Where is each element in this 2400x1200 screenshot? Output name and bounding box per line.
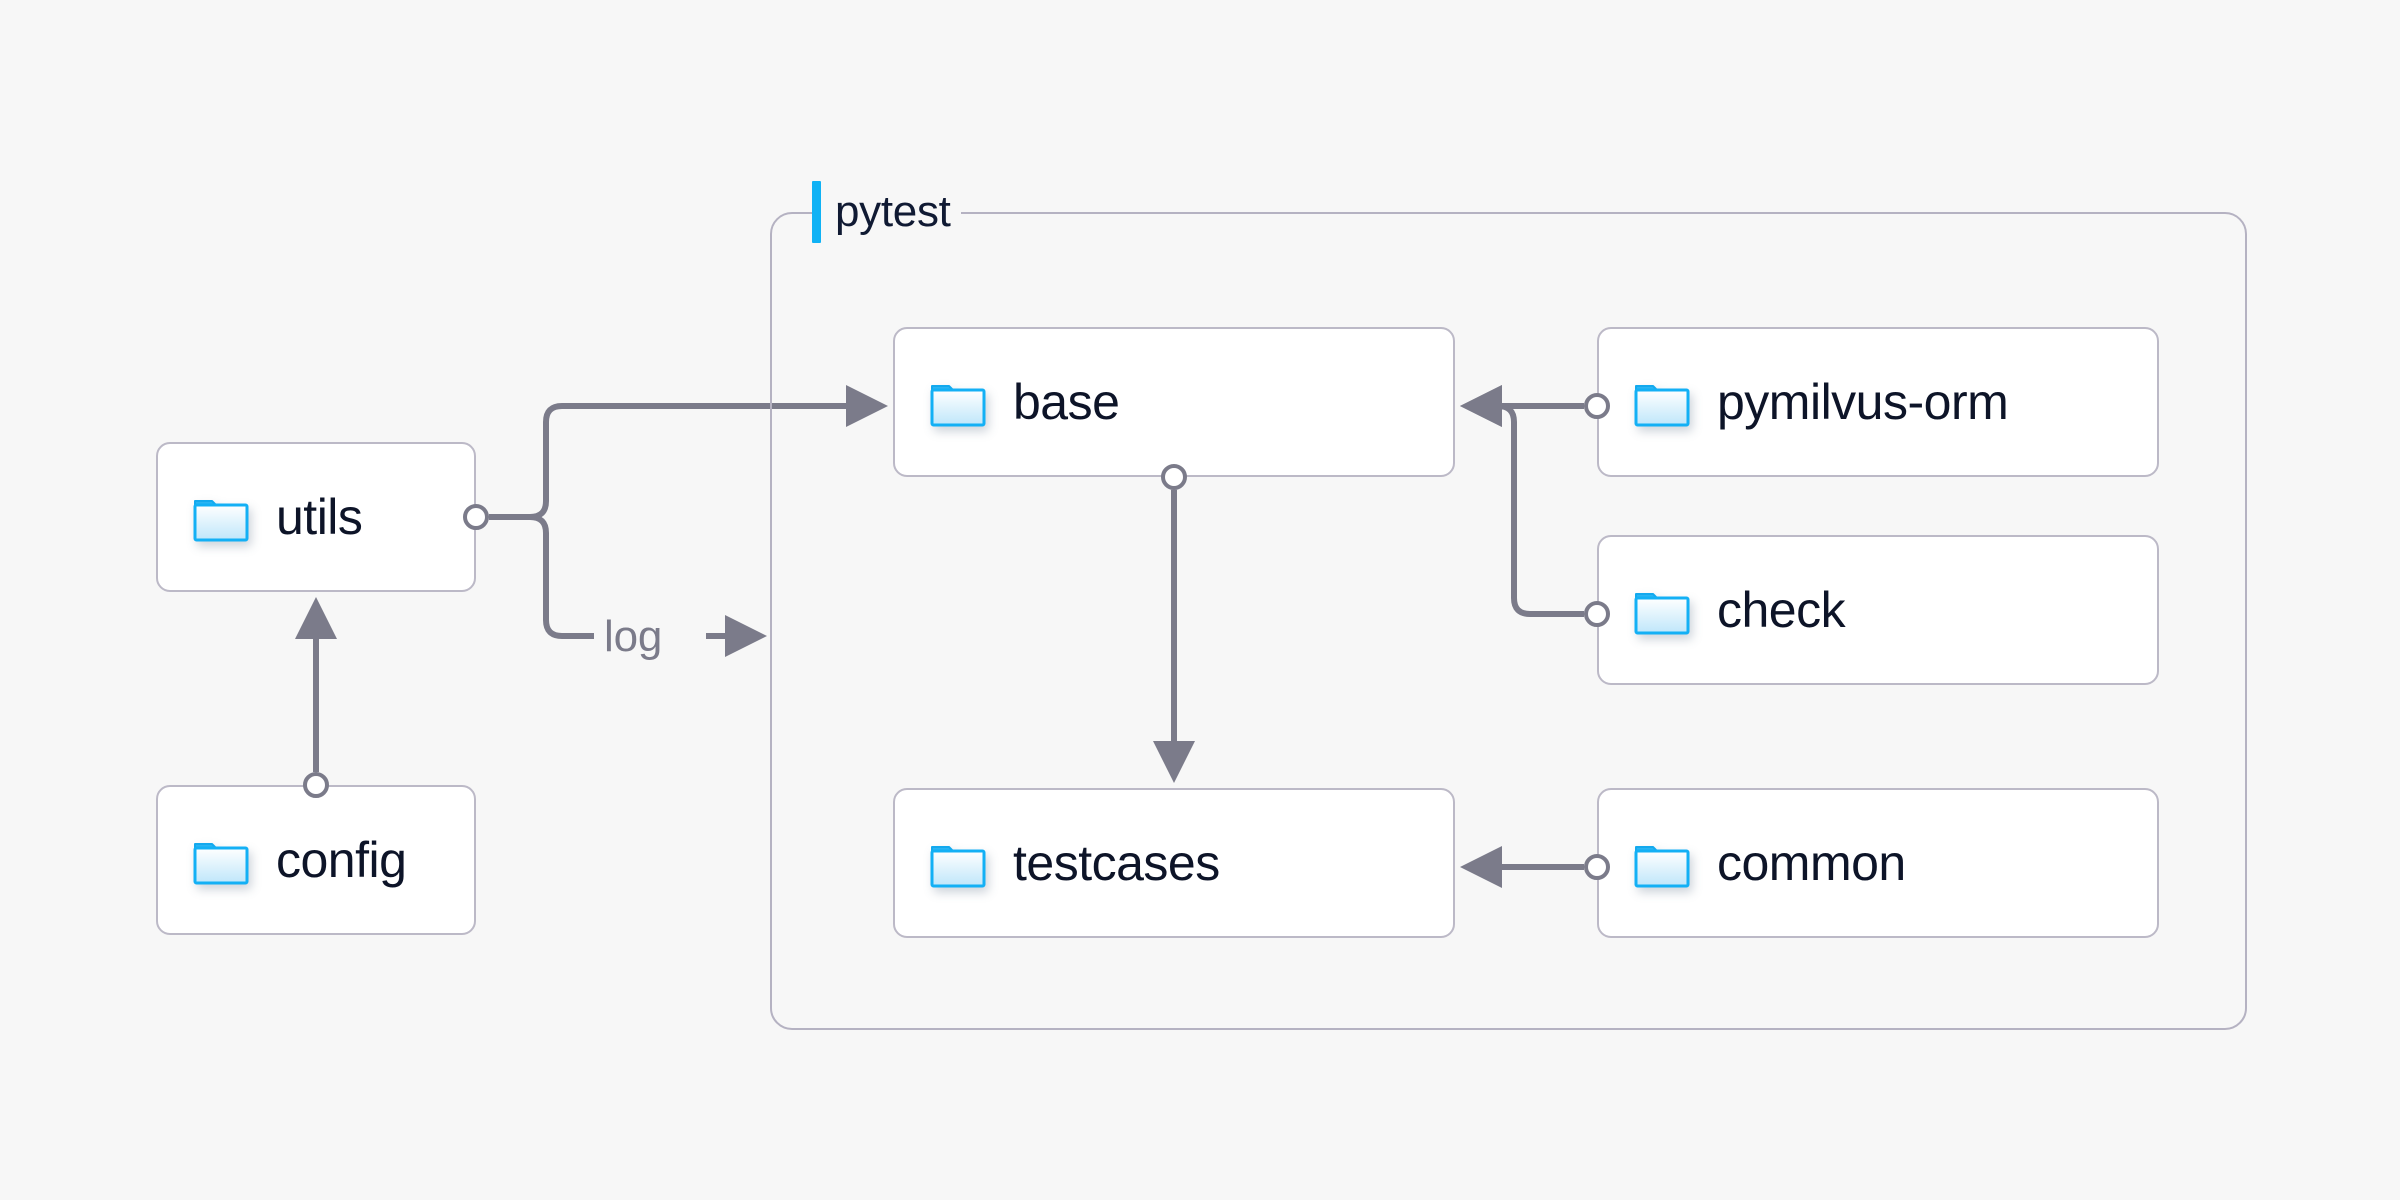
folder-icon	[192, 834, 250, 886]
folder-icon	[1633, 584, 1691, 636]
port-utils-right[interactable]	[463, 504, 489, 530]
node-utils[interactable]: utils	[156, 442, 476, 592]
node-base[interactable]: base	[893, 327, 1455, 477]
node-label: pymilvus-orm	[1717, 374, 2009, 430]
group-accent-bar	[812, 181, 821, 243]
port-base-bottom[interactable]	[1161, 464, 1187, 490]
folder-icon	[1633, 837, 1691, 889]
folder-icon	[929, 376, 987, 428]
node-config[interactable]: config	[156, 785, 476, 935]
node-label: testcases	[1013, 835, 1220, 891]
folder-icon	[192, 491, 250, 543]
port-common-left[interactable]	[1584, 854, 1610, 880]
node-label: base	[1013, 374, 1120, 430]
edge-label-log: log	[604, 612, 663, 661]
node-label: config	[276, 832, 407, 888]
node-check[interactable]: check	[1597, 535, 2159, 685]
group-pytest-label-wrap: pytest	[812, 181, 961, 243]
node-pymilvus-orm[interactable]: pymilvus-orm	[1597, 327, 2159, 477]
folder-icon	[1633, 376, 1691, 428]
node-label: common	[1717, 835, 1906, 891]
edge-utils-to-log	[529, 514, 594, 639]
port-config-top[interactable]	[303, 772, 329, 798]
node-label: check	[1717, 582, 1846, 638]
port-pymilvus-orm-left[interactable]	[1584, 393, 1610, 419]
node-label: utils	[276, 489, 363, 545]
group-pytest-label: pytest	[835, 187, 951, 236]
node-testcases[interactable]: testcases	[893, 788, 1455, 938]
node-common[interactable]: common	[1597, 788, 2159, 938]
group-pytest[interactable]	[770, 212, 2247, 1030]
port-check-left[interactable]	[1584, 601, 1610, 627]
folder-icon	[929, 837, 987, 889]
